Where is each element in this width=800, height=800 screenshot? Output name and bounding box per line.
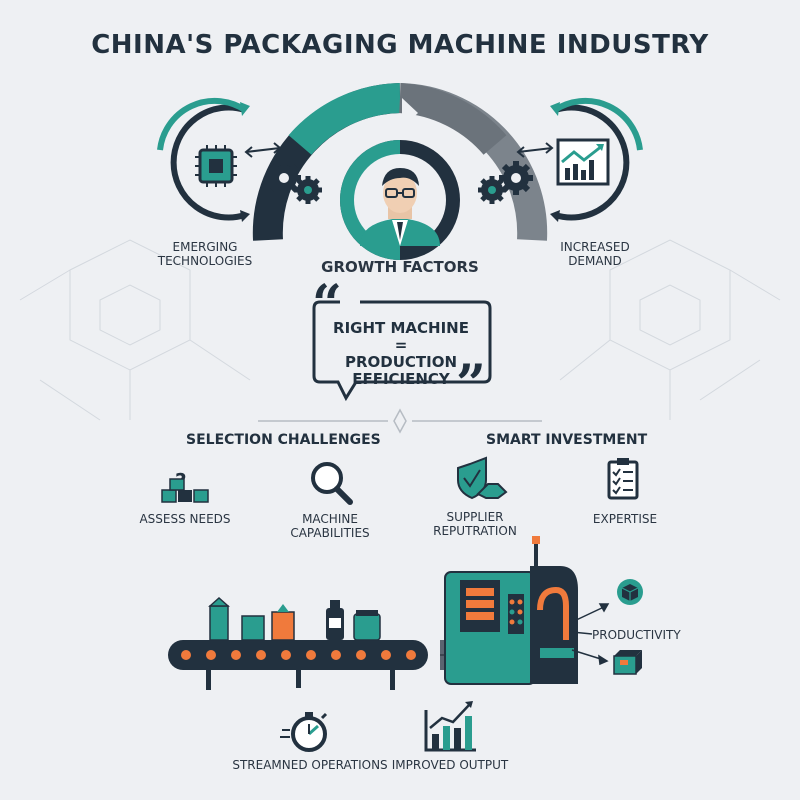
supplier-line2: REPUTRATION xyxy=(433,524,517,538)
growth-factors-label: GROWTH FACTORS xyxy=(321,258,479,276)
growth-chart-icon xyxy=(424,701,476,752)
gear-icon xyxy=(478,161,533,204)
handshake-shield-icon xyxy=(457,456,508,500)
question-icon: ? xyxy=(161,469,209,503)
checklist-icon xyxy=(607,458,639,500)
chart-icon xyxy=(556,138,610,186)
box-icon xyxy=(613,650,642,675)
quote-bubble: “ ” xyxy=(312,274,492,415)
quote-text: RIGHT MACHINE = PRODUCTION EFFICIENCY xyxy=(326,320,476,388)
box-icon xyxy=(617,579,643,605)
capabilities-line1: MACHINE xyxy=(302,512,358,526)
packaging-machine xyxy=(440,536,578,685)
stopwatch-icon xyxy=(280,712,328,752)
increased-demand-label: INCREASED DEMAND xyxy=(540,240,650,268)
productivity-pointers xyxy=(571,603,610,666)
supplier-reputation-label: SUPPLIER REPUTRATION xyxy=(420,510,530,538)
divider xyxy=(258,408,542,434)
improved-output-label: IMPROVED OUTPUT xyxy=(391,758,509,772)
smart-investment-heading: SMART INVESTMENT xyxy=(486,432,648,448)
increased-demand-cycle xyxy=(550,97,643,222)
emerging-label-line2: TECHNOLOGIES xyxy=(157,254,253,268)
demand-label-line1: INCREASED xyxy=(560,240,630,254)
supplier-line1: SUPPLIER xyxy=(446,510,504,524)
magnifier-icon xyxy=(311,462,353,505)
emerging-technologies-label: EMERGING TECHNOLOGIES xyxy=(150,240,260,268)
productivity-label: PRODUCTIVITY xyxy=(592,628,681,642)
assess-needs-label: ASSESS NEEDS xyxy=(139,512,231,526)
demand-label-line2: DEMAND xyxy=(568,254,622,268)
left-double-arrow xyxy=(244,142,282,158)
machine-capabilities-label: MACHINE CAPABILITIES xyxy=(275,512,385,540)
growth-arc xyxy=(252,83,548,241)
engineer-icon xyxy=(340,140,460,260)
quote-line1: RIGHT MACHINE = xyxy=(333,319,469,354)
gear-icon xyxy=(267,161,322,204)
streamlined-operations-label: STREAMNED OPERATIONS xyxy=(232,758,388,772)
svg-text:”: ” xyxy=(456,354,486,415)
right-double-arrow xyxy=(516,142,554,158)
chip-icon xyxy=(195,145,237,187)
svg-text:“: “ xyxy=(312,274,342,335)
emerging-label-line1: EMERGING xyxy=(172,240,238,254)
quote-line2: PRODUCTION xyxy=(344,353,458,371)
conveyor-belt xyxy=(168,596,428,690)
page-title: CHINA'S PACKAGING MACHINE INDUSTRY xyxy=(91,30,709,60)
capabilities-line2: CAPABILITIES xyxy=(290,526,370,540)
background-network xyxy=(19,239,781,421)
emerging-tech-cycle xyxy=(157,97,250,222)
expertise-label: EXPERTISE xyxy=(592,512,658,526)
quote-line3: EFFICIENCY xyxy=(352,370,450,388)
selection-challenges-heading: SELECTION CHALLENGES xyxy=(186,432,381,448)
